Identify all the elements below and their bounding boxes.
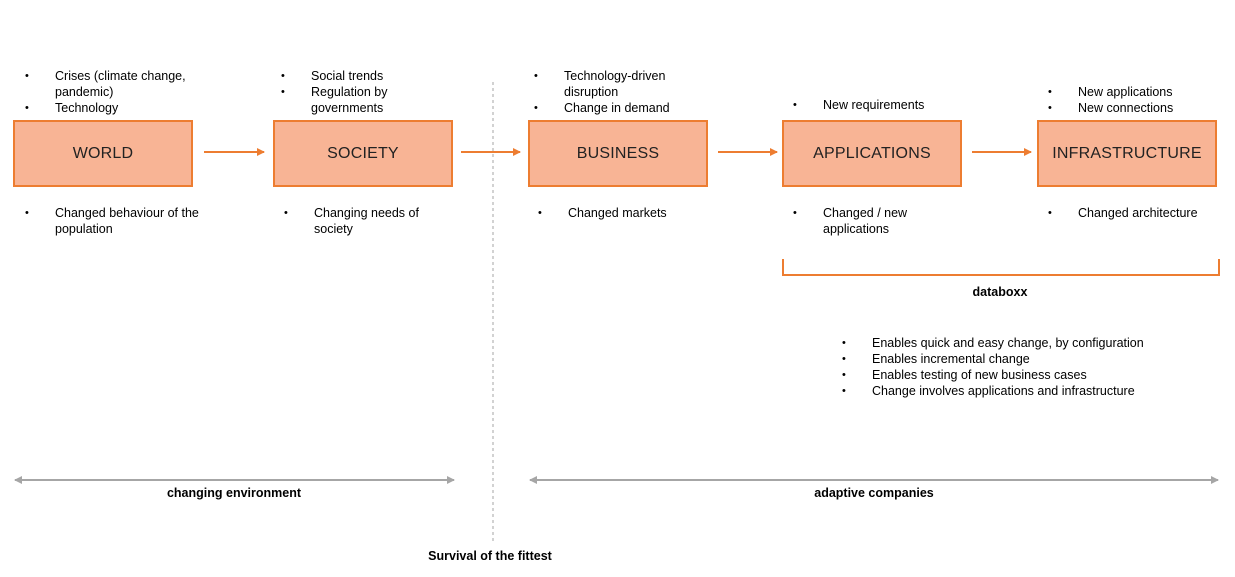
range-label-left: changing environment [166,486,302,500]
range-label-right: adaptive companies [814,486,934,500]
world-bottom-bullets: Changed behaviour of the population [25,205,200,237]
bullet-item: Technology [25,100,210,116]
applications-top-bullets: New requirements [793,97,963,113]
bullet-item: Crises (climate change, pandemic) [25,68,210,100]
bullet-item: New requirements [793,97,963,113]
stage-label: WORLD [72,144,134,162]
bullet-item: Changed architecture [1048,205,1228,221]
applications-bottom-bullets: Changed / new applications [793,205,933,237]
stage-label: BUSINESS [576,144,660,162]
bullet-item: Changed markets [538,205,708,221]
society-bottom-bullets: Changing needs of society [284,205,444,237]
bullet-item: Change in demand [534,100,694,116]
bullet-item: New applications [1048,84,1218,100]
bullet-item: New connections [1048,100,1218,116]
divider-label: Survival of the fittest [428,549,552,563]
world-top-bullets: Crises (climate change, pandemic) Techno… [25,68,210,116]
stage-box-society: SOCIETY [273,120,453,187]
bullet-item: Enables testing of new business cases [842,367,1202,383]
society-top-bullets: Social trends Regulation by governments [281,68,411,116]
bullet-item: Regulation by governments [281,84,411,116]
bullet-item: Enables quick and easy change, by config… [842,335,1202,351]
databoxx-label: databoxx [972,285,1028,299]
databoxx-bullets: Enables quick and easy change, by config… [842,335,1202,399]
bullet-item: Changing needs of society [284,205,444,237]
stage-box-infrastructure: INFRASTRUCTURE [1037,120,1217,187]
infrastructure-bottom-bullets: Changed architecture [1048,205,1228,221]
bullet-item: Technology-driven disruption [534,68,694,100]
stage-box-world: WORLD [13,120,193,187]
bullet-item: Changed / new applications [793,205,933,237]
business-bottom-bullets: Changed markets [538,205,708,221]
databoxx-bracket [782,259,1220,276]
bullet-item: Social trends [281,68,411,84]
stage-label: SOCIETY [327,144,399,162]
bullet-item: Enables incremental change [842,351,1202,367]
stage-box-applications: APPLICATIONS [782,120,962,187]
stage-box-business: BUSINESS [528,120,708,187]
infrastructure-top-bullets: New applications New connections [1048,84,1218,116]
bullet-item: Changed behaviour of the population [25,205,200,237]
business-top-bullets: Technology-driven disruption Change in d… [534,68,694,116]
bullet-item: Change involves applications and infrast… [842,383,1202,399]
stage-label: INFRASTRUCTURE [1052,144,1202,162]
stage-label: APPLICATIONS [813,144,931,162]
